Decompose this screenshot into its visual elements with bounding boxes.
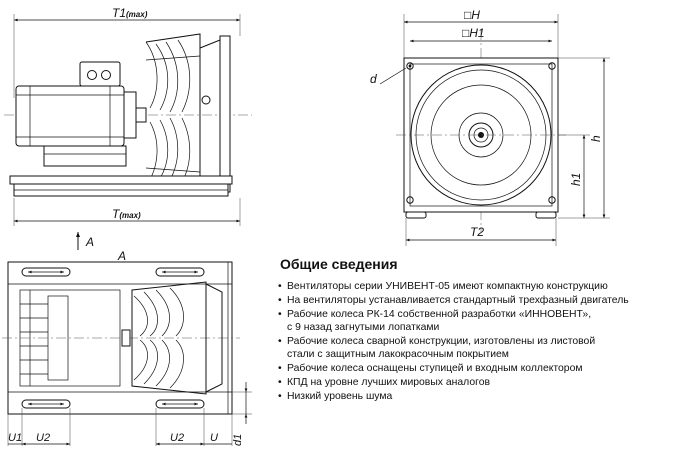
h-label: □H: [464, 8, 480, 22]
motor: [15, 61, 147, 167]
d-leader: [379, 67, 407, 85]
impeller-bottom: [121, 262, 229, 414]
corner-hole-icon: [548, 196, 556, 204]
view-a: A: [2, 249, 252, 446]
front-view: □H □H1 d h: [370, 8, 610, 246]
bolt-icon: [201, 95, 211, 105]
general-info-list: Вентиляторы серии УНИВЕНТ-05 имеют компа…: [276, 280, 674, 403]
impeller-side: [145, 33, 201, 193]
list-item: Вентиляторы серии УНИВЕНТ-05 имеют компа…: [276, 280, 674, 293]
t-label: T(max): [112, 207, 141, 221]
view-a-title: A: [117, 249, 126, 263]
d-label: d: [370, 72, 377, 86]
h1-label: □H1: [462, 26, 485, 40]
list-item: Рабочие колеса сварной конструкции, изго…: [276, 335, 674, 361]
corner-hole-icon: [406, 196, 414, 204]
terminal-box: [79, 61, 121, 87]
corner-hole-icon: [548, 62, 556, 70]
list-item: Низкий уровень шума: [276, 390, 674, 403]
list-item: На вентиляторы устанавливается стандартн…: [276, 294, 674, 307]
general-info-title: Общие сведения: [280, 256, 398, 272]
list-item: Рабочие колеса оснащены ступицей и входн…: [276, 362, 674, 375]
u-label: U: [210, 432, 218, 444]
view-a-arrow-label: A: [85, 235, 94, 249]
terminal-box-hole-icon: [101, 70, 111, 80]
u2-right-label: U2: [170, 432, 184, 444]
d1-label: d1: [232, 434, 244, 446]
list-item: КПД на уровне лучших мировых аналогов: [276, 376, 674, 389]
foot: [535, 211, 557, 219]
base-frame: [9, 175, 233, 197]
foot: [405, 211, 427, 219]
t1-label: T1(max): [112, 6, 148, 20]
terminal-box-hole-icon: [87, 70, 97, 80]
list-item: Рабочие колеса РК-14 собственной разрабо…: [276, 308, 674, 334]
h1-height-label: h1: [569, 173, 583, 186]
general-info-section: Общие сведения Вентиляторы серии УНИВЕНТ…: [276, 256, 674, 404]
mounting-slots: [21, 267, 205, 409]
corner-hole-icon: [406, 62, 414, 70]
h-height-label: h: [589, 135, 603, 142]
side-view: T1(max): [4, 6, 252, 250]
t2-label: T2: [470, 225, 484, 239]
u1-label: U1: [8, 432, 22, 444]
u2-left-label: U2: [36, 432, 50, 444]
